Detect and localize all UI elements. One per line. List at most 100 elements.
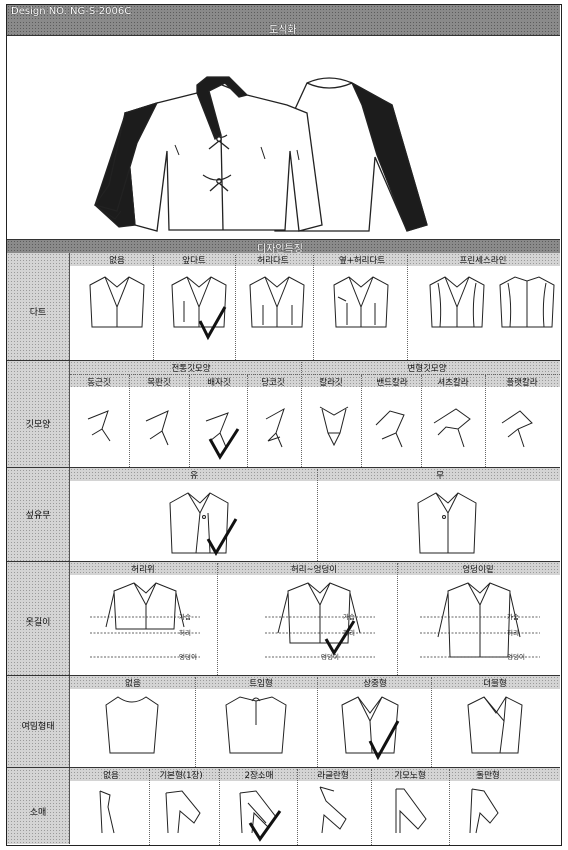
seop-row-label: 섶유무 xyxy=(25,511,51,521)
length-guide-waist: 허리 xyxy=(343,629,355,637)
sleeve-none-sketch xyxy=(99,790,115,834)
dart-sketches xyxy=(89,276,555,341)
top-none-sketch xyxy=(105,696,159,754)
length-guide-chest: 가슴 xyxy=(507,613,519,621)
closure-row-label: 여밈형태 xyxy=(21,722,55,732)
dart-option-label: 없음 xyxy=(109,256,125,266)
dart-option-label: 옆+허리다트 xyxy=(338,256,386,266)
length-guide-hip: 엉덩이 xyxy=(179,653,197,661)
length-guide-waist: 허리 xyxy=(179,629,191,637)
jacket-above-waist-sketch xyxy=(105,582,185,630)
vest-sketch-princess-front xyxy=(429,276,485,328)
sleeve-row-label: 소매 xyxy=(29,808,47,818)
length-option-header xyxy=(70,562,560,575)
dart-option-label: 프린세스라인 xyxy=(459,256,507,266)
length-option-label: 허리위 xyxy=(131,565,155,575)
closure-sketches xyxy=(105,696,523,761)
length-row-label: 옷길이 xyxy=(25,618,51,628)
dart-option-label: 앞다트 xyxy=(182,256,206,266)
length-guide-chest: 가슴 xyxy=(343,613,355,621)
length-option-label: 허리~엉덩이 xyxy=(290,565,338,575)
collar-option-label: 셔츠칼라 xyxy=(437,378,469,388)
collar-band-sketch xyxy=(375,410,405,448)
check-mark xyxy=(206,518,238,556)
check-mark xyxy=(324,620,356,656)
collar-option-label: 당코깃 xyxy=(261,378,285,388)
seop-option-label: 무 xyxy=(436,471,444,481)
collar-dangko-sketch xyxy=(265,407,285,448)
collar-option-label: 플랫칼라 xyxy=(506,378,538,388)
design-number: Design NO. NG-S-2006C xyxy=(11,6,132,17)
seop-option-header xyxy=(70,468,560,481)
collar-option-label: 칼라깃 xyxy=(319,378,343,388)
length-guide-waist: 허리 xyxy=(507,629,519,637)
sleeve-option-label: 돌만형 xyxy=(476,771,500,781)
dart-option-label: 허리다트 xyxy=(257,256,289,266)
top-double-sketch xyxy=(467,696,523,754)
sleeve-kimono-sketch xyxy=(395,788,427,833)
design-sheet: Design NO. NG-S-2006C 도식화 xyxy=(6,4,562,846)
top-overlap-sketch xyxy=(341,696,399,754)
sleeve-sketches xyxy=(99,786,499,842)
collar-option-label: 밴드칼라 xyxy=(376,378,408,388)
collar-round-sketch xyxy=(87,410,111,442)
sleeve-option-label: 없음 xyxy=(103,771,119,781)
jacket-with-seop-sketch xyxy=(169,492,229,554)
vest-sketch-princess-back xyxy=(499,276,555,328)
features-header: 디자인특징 xyxy=(7,239,560,255)
sleeve-option-label: 2장소매 xyxy=(244,771,274,781)
length-guide-hip: 엉덩이 xyxy=(507,653,525,661)
sleeve-basic-sketch xyxy=(165,790,201,834)
illustration-header: 도식화 xyxy=(7,21,560,36)
sleeve-option-label: 기본형(1장) xyxy=(159,771,203,781)
sleeve-option-label: 라글란형 xyxy=(317,771,349,781)
collar-row-label: 깃모양 xyxy=(25,420,51,430)
collar-sketches xyxy=(87,406,533,460)
check-mark xyxy=(248,810,282,842)
jacket-flat-sketch xyxy=(93,76,428,232)
sleeve-raglan-sketch xyxy=(319,786,347,834)
top-slit-sketch xyxy=(225,696,287,754)
vest-sketch-waist-dart xyxy=(249,276,305,328)
sleeve-dolman-sketch xyxy=(469,788,499,834)
jacket-below-hip-sketch xyxy=(437,582,521,658)
collar-plank-sketch xyxy=(145,410,169,446)
sleeve-option-label: 기모노형 xyxy=(394,771,426,781)
collar-option-label: 목판깃 xyxy=(147,378,171,388)
closure-option-label: 트임형 xyxy=(249,679,273,689)
jacket-front-view xyxy=(93,76,323,232)
closure-option-header xyxy=(70,676,560,689)
features-title: 디자인특징 xyxy=(257,244,303,255)
collar-baeja-sketch xyxy=(205,412,229,448)
collar-shawl-sketch xyxy=(319,406,349,447)
length-sketches xyxy=(90,582,540,658)
check-mark xyxy=(368,720,400,761)
collar-group-traditional: 전통깃모양 xyxy=(171,364,211,374)
length-guide-hip: 엉덩이 xyxy=(321,653,339,661)
length-option-label: 엉덩이밑 xyxy=(462,565,494,575)
jacket-without-seop-sketch xyxy=(417,492,477,554)
collar-group-modified: 변형깃모양 xyxy=(407,364,447,374)
sleeve-option-header xyxy=(70,768,560,781)
check-mark xyxy=(208,428,240,460)
vest-sketch-side-waist-dart xyxy=(333,276,389,328)
collar-flat-sketch xyxy=(501,410,533,448)
design-number-bar: Design NO. NG-S-2006C xyxy=(7,5,560,22)
collar-option-label: 동근깃 xyxy=(87,378,111,388)
illustration-title: 도식화 xyxy=(269,25,297,36)
seop-option-label: 유 xyxy=(190,471,198,481)
row-label-column xyxy=(7,253,69,844)
collar-option-label: 배자깃 xyxy=(207,378,231,388)
check-mark xyxy=(198,306,227,341)
length-guide-chest: 가슴 xyxy=(179,613,191,621)
seop-sketches xyxy=(169,492,477,556)
closure-option-label: 없음 xyxy=(125,679,141,689)
dart-option-header xyxy=(70,253,560,266)
vest-sketch-front-dart xyxy=(171,276,227,328)
closure-option-label: 더블형 xyxy=(483,679,507,689)
dart-row-label: 다트 xyxy=(29,308,47,318)
collar-shirt-sketch xyxy=(433,408,471,448)
vest-sketch-none xyxy=(89,276,145,328)
closure-option-label: 상중형 xyxy=(363,679,387,689)
jacket-waist-hip-sketch xyxy=(277,582,361,644)
